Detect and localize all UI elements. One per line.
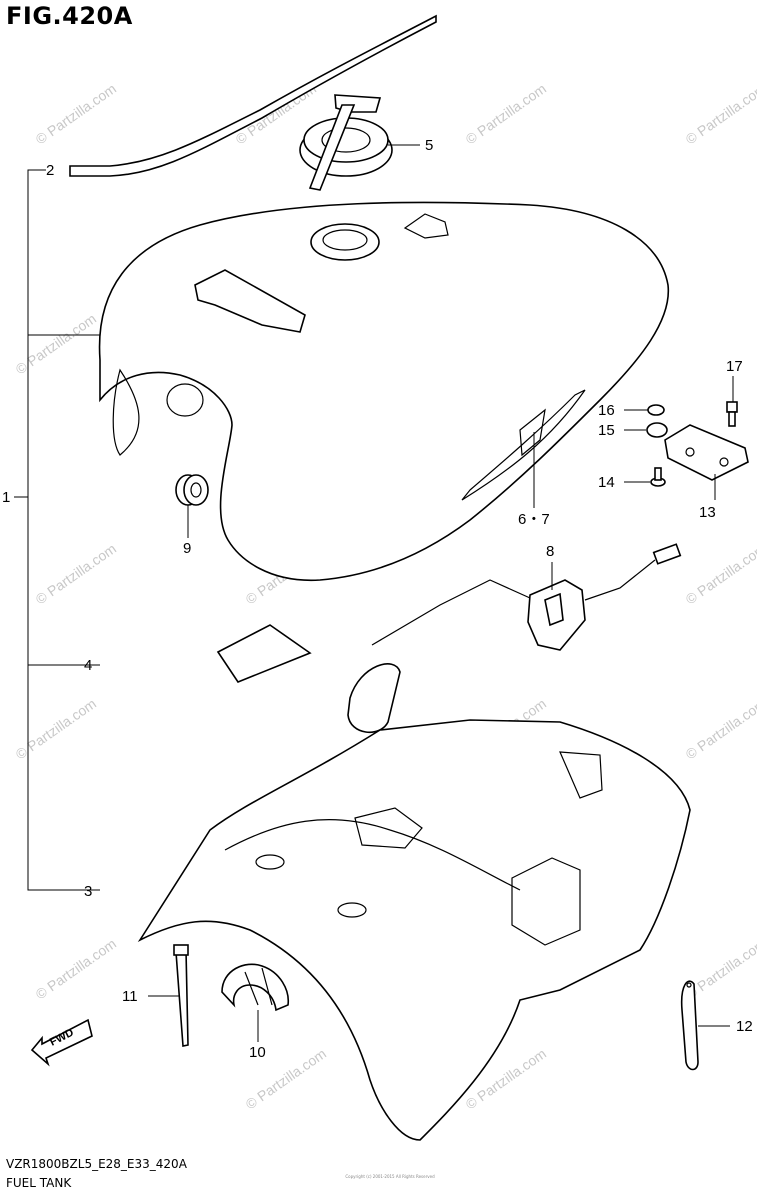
- callout-labels: 1 2 3 4 5 6・7 8 9 10 11 12 13 14 15 16 1…: [2, 137, 753, 1061]
- callout-8: 8: [546, 543, 554, 560]
- callout-15: 15: [598, 422, 615, 439]
- part-fuel-cap: [299, 94, 393, 191]
- part-fuel-sender: [347, 543, 682, 734]
- callout-6-7: 6・7: [518, 511, 550, 528]
- figure-name: FUEL TANK: [6, 1176, 72, 1190]
- part-insulator-cover: [137, 719, 691, 1141]
- watermark: © Partzilla.com: [683, 80, 757, 147]
- callout-12: 12: [736, 1018, 753, 1035]
- callout-13: 13: [699, 504, 716, 521]
- part-fuel-tank: [98, 201, 670, 581]
- part-band: [680, 980, 699, 1071]
- callout-11: 11: [122, 988, 138, 1005]
- watermark: © Partzilla.com: [33, 80, 119, 147]
- part-hose-strip: [69, 14, 437, 177]
- callout-10: 10: [249, 1044, 266, 1061]
- forward-arrow-icon: FWD: [30, 1018, 93, 1067]
- assembly-bracket: [14, 169, 105, 891]
- part-bracket-13: [664, 424, 749, 481]
- part-grommet: [175, 474, 209, 506]
- part-pad: [216, 624, 312, 683]
- leader-lines: [148, 144, 734, 1042]
- callout-14: 14: [598, 474, 615, 491]
- part-tie-strap: [173, 944, 189, 1047]
- callout-5: 5: [425, 137, 433, 154]
- callout-4: 4: [84, 657, 92, 674]
- copyright-note: Copyright (c) 2001-2015 All Rights Reser…: [345, 1174, 435, 1179]
- callout-1: 1: [2, 489, 10, 506]
- watermark: © Partzilla.com: [463, 80, 549, 147]
- watermark: © Partzilla.com: [33, 540, 119, 607]
- watermark: © Partzilla.com: [13, 695, 99, 762]
- part-screw-14: [650, 467, 666, 487]
- part-cushion-15: [646, 422, 668, 438]
- watermark: © Partzilla.com: [683, 695, 757, 762]
- callout-2: 2: [46, 162, 54, 179]
- callout-16: 16: [598, 402, 615, 419]
- watermark: © Partzilla.com: [13, 310, 99, 377]
- part-washer-16: [647, 404, 665, 416]
- part-bolt-17: [726, 401, 738, 427]
- part-clamp: [221, 963, 289, 1012]
- callout-17: 17: [726, 358, 743, 375]
- callout-3: 3: [84, 883, 92, 900]
- watermark: © Partzilla.com: [33, 935, 119, 1002]
- figure-title: FIG.420A: [6, 2, 133, 30]
- figure-code: VZR1800BZL5_E28_E33_420A: [6, 1157, 187, 1171]
- watermark: © Partzilla.com: [683, 540, 757, 607]
- callout-9: 9: [183, 540, 191, 557]
